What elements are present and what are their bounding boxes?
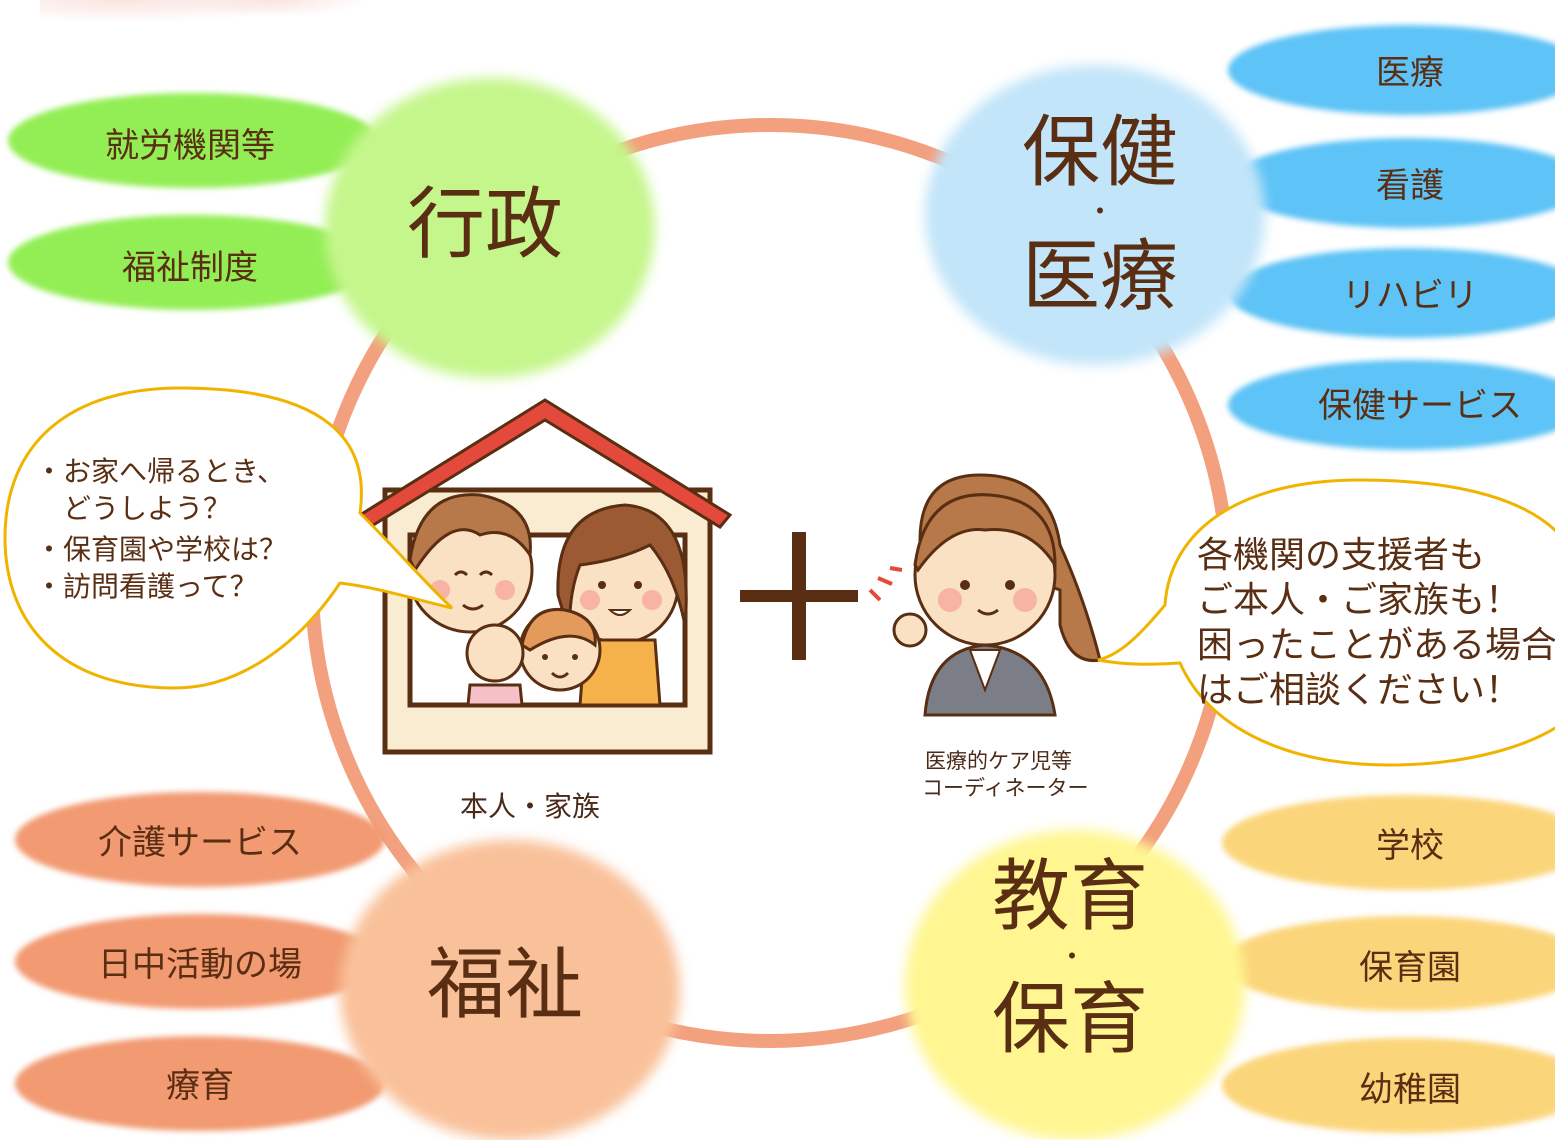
oval-kango (1228, 138, 1555, 228)
decoration-top (40, 0, 460, 40)
oval-nitchu (15, 914, 385, 1009)
coordinator-label-2: コーディネーター (922, 776, 1089, 800)
coordinator-message-1: 各機関の支援者も (1197, 535, 1486, 576)
hoken-title-2: 医療 (1021, 232, 1178, 322)
family-label: 本人・家族 (460, 790, 601, 823)
family-question-1: ・お家へ帰るとき、 (35, 455, 286, 488)
fukushi-item-3: 療育 (166, 1065, 234, 1106)
family-question-4: ・訪問看護って？ (35, 570, 258, 603)
oval-kaigo (15, 792, 385, 887)
oval-hoikuen (1222, 916, 1555, 1011)
hoken-title-1: 保健 (1021, 108, 1178, 198)
plus-icon (740, 532, 858, 660)
hoken-item-3: リハビリ (1342, 275, 1478, 316)
coordinator-speech-bubble (1097, 478, 1555, 767)
hoken-circle (925, 65, 1265, 365)
coordinator-illustration (868, 473, 1102, 717)
family-question-3: ・保育園や学校は？ (35, 533, 288, 566)
kyoiku-item-3: 幼稚園 (1359, 1069, 1461, 1110)
oval-yochien (1222, 1038, 1555, 1133)
kyoiku-item-2: 保育園 (1359, 947, 1461, 988)
oval-shuro (8, 93, 378, 188)
gyosei-circle (325, 78, 655, 378)
family-question-2: どうしよう？ (35, 492, 232, 525)
hoken-item-1: 医療 (1376, 52, 1444, 93)
fukushi-item-1: 介護サービス (98, 822, 302, 863)
coordinator-message-4: はご相談ください！ (1197, 670, 1522, 711)
gyosei-item-2: 福祉制度 (122, 247, 258, 288)
coordinator-message-2: ご本人・ご家族も！ (1197, 580, 1522, 621)
kyoiku-title-1: 教育 (991, 852, 1148, 942)
oval-gakko (1222, 795, 1555, 890)
fukushi-circle (340, 840, 680, 1140)
kyoiku-circle (905, 830, 1245, 1140)
oval-iryo (1228, 25, 1555, 115)
coordinator-label-1: 医療的ケア児等 (925, 749, 1072, 773)
oval-hoken-service (1228, 360, 1555, 450)
fukushi-item-2: 日中活動の場 (98, 944, 302, 985)
family-house-illustration (357, 398, 733, 755)
oval-ryoiku (15, 1036, 385, 1131)
gyosei-title: 行政 (406, 180, 563, 270)
kyoiku-title-2: 保育 (991, 975, 1148, 1065)
hoken-dot: ・ (1085, 195, 1114, 228)
family-speech-bubble (3, 386, 454, 690)
kyoiku-item-1: 学校 (1376, 825, 1444, 866)
hoken-item-4: 保健サービス (1318, 385, 1522, 426)
gyosei-item-1: 就労機関等 (105, 125, 275, 166)
kyoiku-dot: ・ (1057, 940, 1086, 973)
coordinator-message-3: 困ったことがある場合 (1197, 625, 1555, 666)
oval-fukushi-seido (8, 215, 378, 310)
fukushi-title: 福祉 (426, 940, 583, 1030)
hoken-item-2: 看護 (1376, 165, 1444, 206)
oval-rehab (1228, 248, 1555, 338)
